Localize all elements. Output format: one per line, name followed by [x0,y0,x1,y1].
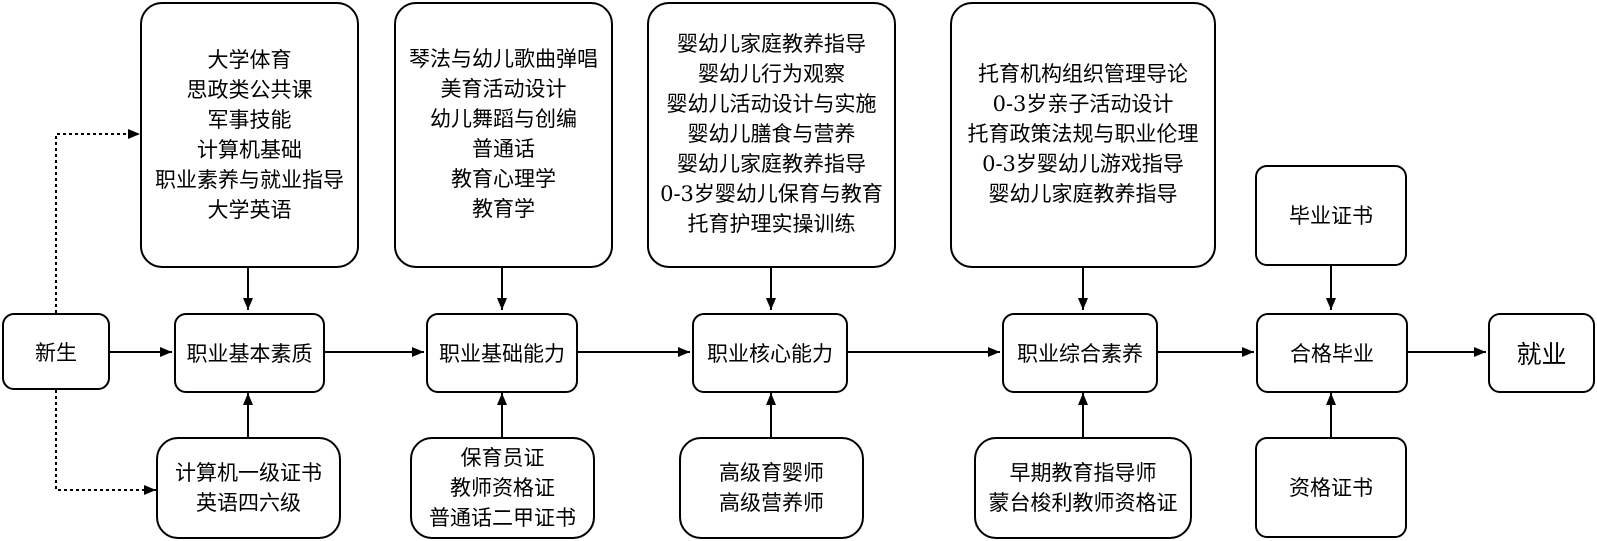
certificate-item: 教师资格证 [450,476,555,500]
stage-label: 职业综合素养 [1017,342,1143,366]
course-item: 婴幼儿膳食与营养 [687,122,856,146]
stage-graduation: 合格毕业 [1256,313,1408,393]
course-item: 大学体育 [207,48,292,72]
stage-label: 合格毕业 [1290,342,1374,366]
course-item: 教育学 [472,197,535,221]
course-item: 美育活动设计 [440,77,567,101]
course-item: 托育政策法规与职业伦理 [967,122,1199,146]
dotted-arrow-to-courses1 [55,129,140,313]
course-item: 婴幼儿家庭教养指导 [677,32,866,56]
stage-foundation-ability: 职业基础能力 [426,313,578,393]
new-student-box: 新生 [2,313,110,390]
certificate-item: 保育员证 [460,446,545,470]
course-item: 婴幼儿活动设计与实施 [666,92,877,116]
course-item: 琴法与幼儿歌曲弹唱 [409,47,598,71]
course-item: 0-3岁婴幼儿游戏指导 [982,152,1184,176]
certificate-item: 早期教育指导师 [1009,461,1157,485]
course-item: 婴幼儿家庭教养指导 [677,152,866,176]
certificates-box-3: 高级育婴师 高级营养师 [679,437,864,539]
certificate-item: 蒙台梭利教师资格证 [988,491,1178,515]
courses-box-4: 托育机构组织管理导论 0-3岁亲子活动设计 托育政策法规与职业伦理 0-3岁婴幼… [950,2,1216,268]
course-item: 职业素养与就业指导 [155,168,344,192]
qualification-certificate-box: 资格证书 [1255,437,1407,538]
course-item: 托育机构组织管理导论 [978,62,1188,86]
certificate-item: 英语四六级 [196,491,301,515]
certificate-item: 高级育婴师 [719,461,824,485]
course-item: 计算机基础 [197,138,302,162]
qualification-label: 资格证书 [1289,475,1373,500]
certificate-item: 普通话二甲证书 [429,506,576,530]
course-item: 思政类公共课 [186,78,313,102]
diploma-box: 毕业证书 [1255,165,1407,266]
certificate-item: 高级营养师 [719,491,824,515]
course-item: 0-3岁亲子活动设计 [992,92,1174,116]
stage-label: 职业核心能力 [707,342,833,366]
course-item: 教育心理学 [451,167,556,191]
employment-box: 就业 [1488,313,1595,393]
stage-basic-quality: 职业基本素质 [174,313,325,393]
new-student-label: 新生 [35,340,77,365]
course-item: 大学英语 [207,198,292,222]
course-item: 普通话 [472,137,535,161]
certificate-item: 计算机一级证书 [175,461,322,485]
course-item: 婴幼儿行为观察 [698,62,845,86]
courses-box-2: 琴法与幼儿歌曲弹唱 美育活动设计 幼儿舞蹈与创编 普通话 教育心理学 教育学 [394,2,613,268]
stage-core-ability: 职业核心能力 [692,313,848,393]
course-item: 军事技能 [207,108,292,132]
stage-label: 职业基本素质 [186,342,313,366]
course-item: 托育护理实操训练 [687,212,856,236]
certificates-box-1: 计算机一级证书 英语四六级 [156,437,341,539]
courses-box-3: 婴幼儿家庭教养指导 婴幼儿行为观察 婴幼儿活动设计与实施 婴幼儿膳食与营养 婴幼… [647,2,896,268]
dotted-arrow-to-cert1 [55,390,156,495]
certificates-box-2: 保育员证 教师资格证 普通话二甲证书 [410,437,595,539]
stage-comprehensive-quality: 职业综合素养 [1002,313,1158,393]
diploma-label: 毕业证书 [1289,203,1373,228]
course-item: 幼儿舞蹈与创编 [430,107,577,131]
employment-label: 就业 [1516,340,1567,369]
courses-box-1: 大学体育 思政类公共课 军事技能 计算机基础 职业素养与就业指导 大学英语 [140,2,359,268]
stage-label: 职业基础能力 [439,342,565,366]
certificates-box-4: 早期教育指导师 蒙台梭利教师资格证 [974,437,1192,539]
course-item: 0-3岁婴幼儿保育与教育 [660,182,883,206]
course-item: 婴幼儿家庭教养指导 [988,182,1178,206]
